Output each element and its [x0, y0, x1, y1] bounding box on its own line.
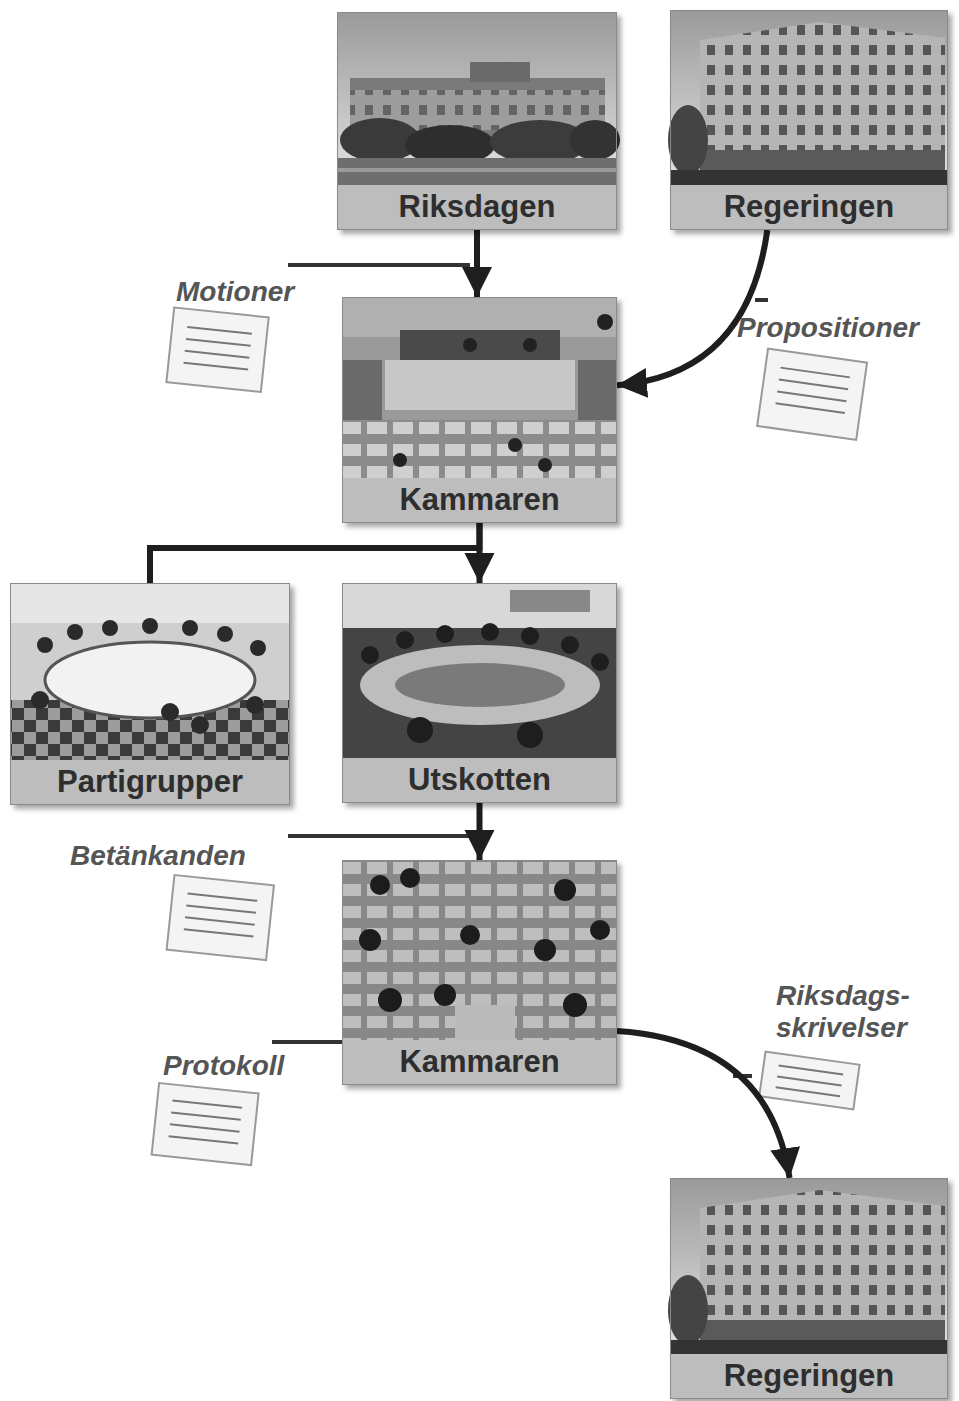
caption-band: Kammaren — [343, 478, 616, 522]
photo-riksdagen — [337, 12, 620, 186]
photo-box: Regeringen — [670, 10, 948, 230]
flow-arrow — [150, 523, 480, 583]
leader-line — [272, 265, 768, 1076]
caption-band: Riksdagen — [338, 185, 616, 229]
flow-arrow — [474, 230, 480, 297]
caption-band: Utskotten — [343, 758, 616, 802]
photo-box: Partigrupper — [10, 583, 290, 805]
photo-partigrupper — [10, 583, 290, 760]
caption-band: Regeringen — [671, 185, 947, 229]
photo-regeringen — [668, 1178, 948, 1357]
document-icon — [152, 308, 867, 1166]
document-label: Betänkanden — [70, 840, 290, 872]
document-label: Riksdags-skrivelser — [776, 980, 946, 1044]
node-title: Regeringen — [724, 1358, 895, 1394]
photo-box: Kammaren — [342, 860, 617, 1085]
node-title: Kammaren — [399, 482, 559, 518]
document-label: Propositioner — [737, 312, 952, 344]
flow-arrow — [617, 1031, 790, 1178]
photo-box: Riksdagen — [337, 12, 617, 230]
caption-band: Kammaren — [343, 1040, 616, 1084]
photo-utskotten — [342, 583, 617, 760]
photo-regeringen — [668, 10, 948, 186]
flow-arrow — [477, 803, 483, 860]
caption-band: Partigrupper — [11, 760, 289, 804]
photo-kammaren — [342, 297, 617, 478]
caption-band: Regeringen — [671, 1354, 947, 1398]
node-title: Riksdagen — [399, 189, 556, 225]
document-label: Protokoll — [163, 1050, 323, 1082]
document-label: Motioner — [176, 276, 346, 308]
node-title: Utskotten — [408, 762, 551, 798]
node-title: Regeringen — [724, 189, 895, 225]
photo-box: Regeringen — [670, 1178, 948, 1399]
node-title: Partigrupper — [57, 764, 243, 800]
flow-arrow — [617, 230, 767, 385]
photo-box: Kammaren — [342, 297, 617, 523]
photo-box: Utskotten — [342, 583, 617, 803]
photo-kammaren — [342, 860, 617, 1040]
node-title: Kammaren — [399, 1044, 559, 1080]
